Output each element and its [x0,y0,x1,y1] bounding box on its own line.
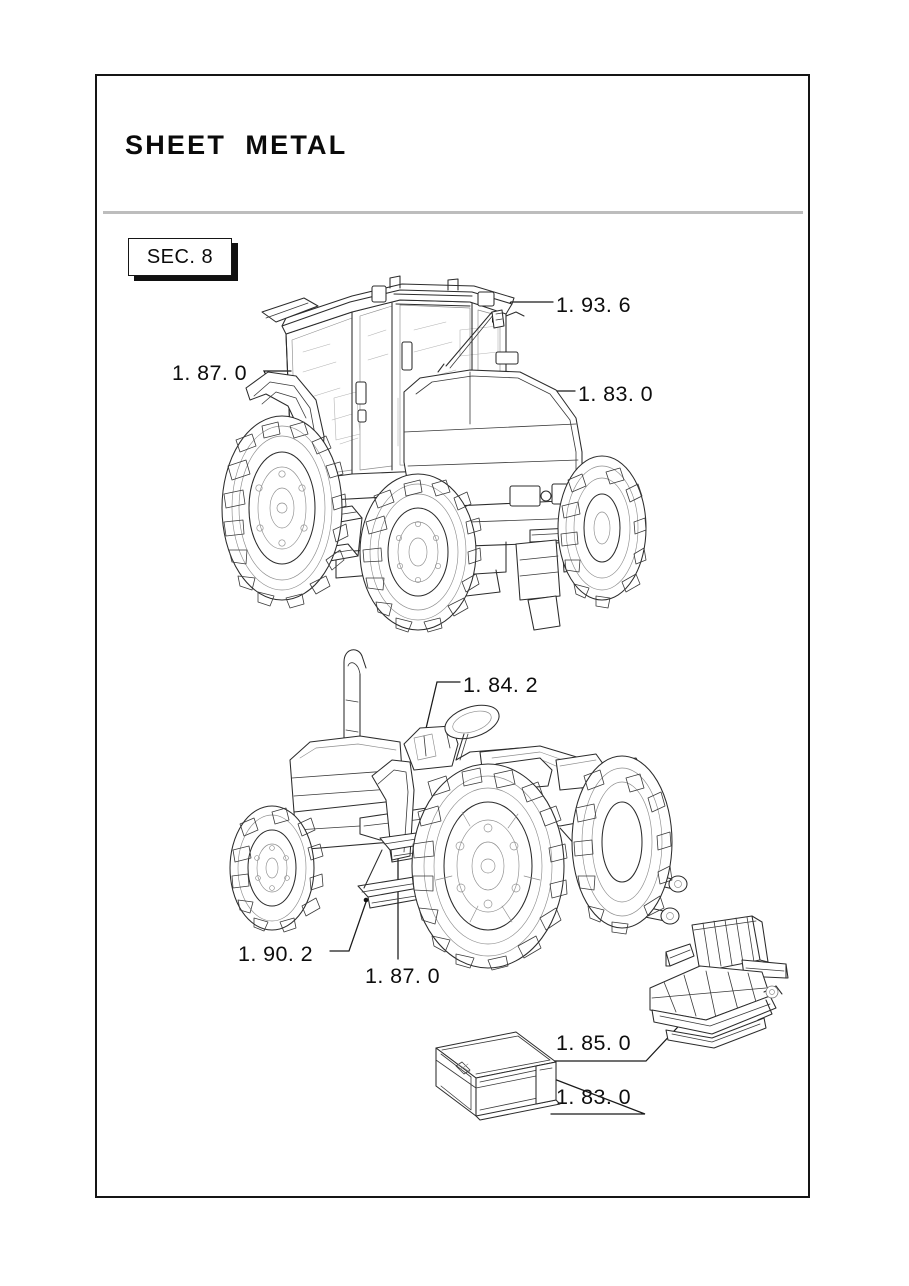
callout-label-1-85-0[interactable]: 1. 85. 0 [556,1031,631,1055]
callout-label-1-83-0-toolbox[interactable]: 1. 83. 0 [556,1085,631,1109]
callout-label-1-90-2[interactable]: 1. 90. 2 [238,942,313,966]
page-title: SHEET METAL [125,130,348,160]
section-badge[interactable]: SEC. 8 [128,238,238,281]
callout-label-1-93-6[interactable]: 1. 93. 6 [556,293,631,317]
callout-label-1-87-0-upper[interactable]: 1. 87. 0 [172,361,247,385]
title-divider [103,211,803,214]
section-badge-label: SEC. 8 [128,238,232,276]
callout-label-1-87-0-lower[interactable]: 1. 87. 0 [365,964,440,988]
callout-label-1-84-2[interactable]: 1. 84. 2 [463,673,538,697]
callout-label-1-83-0-upper[interactable]: 1. 83. 0 [578,382,653,406]
